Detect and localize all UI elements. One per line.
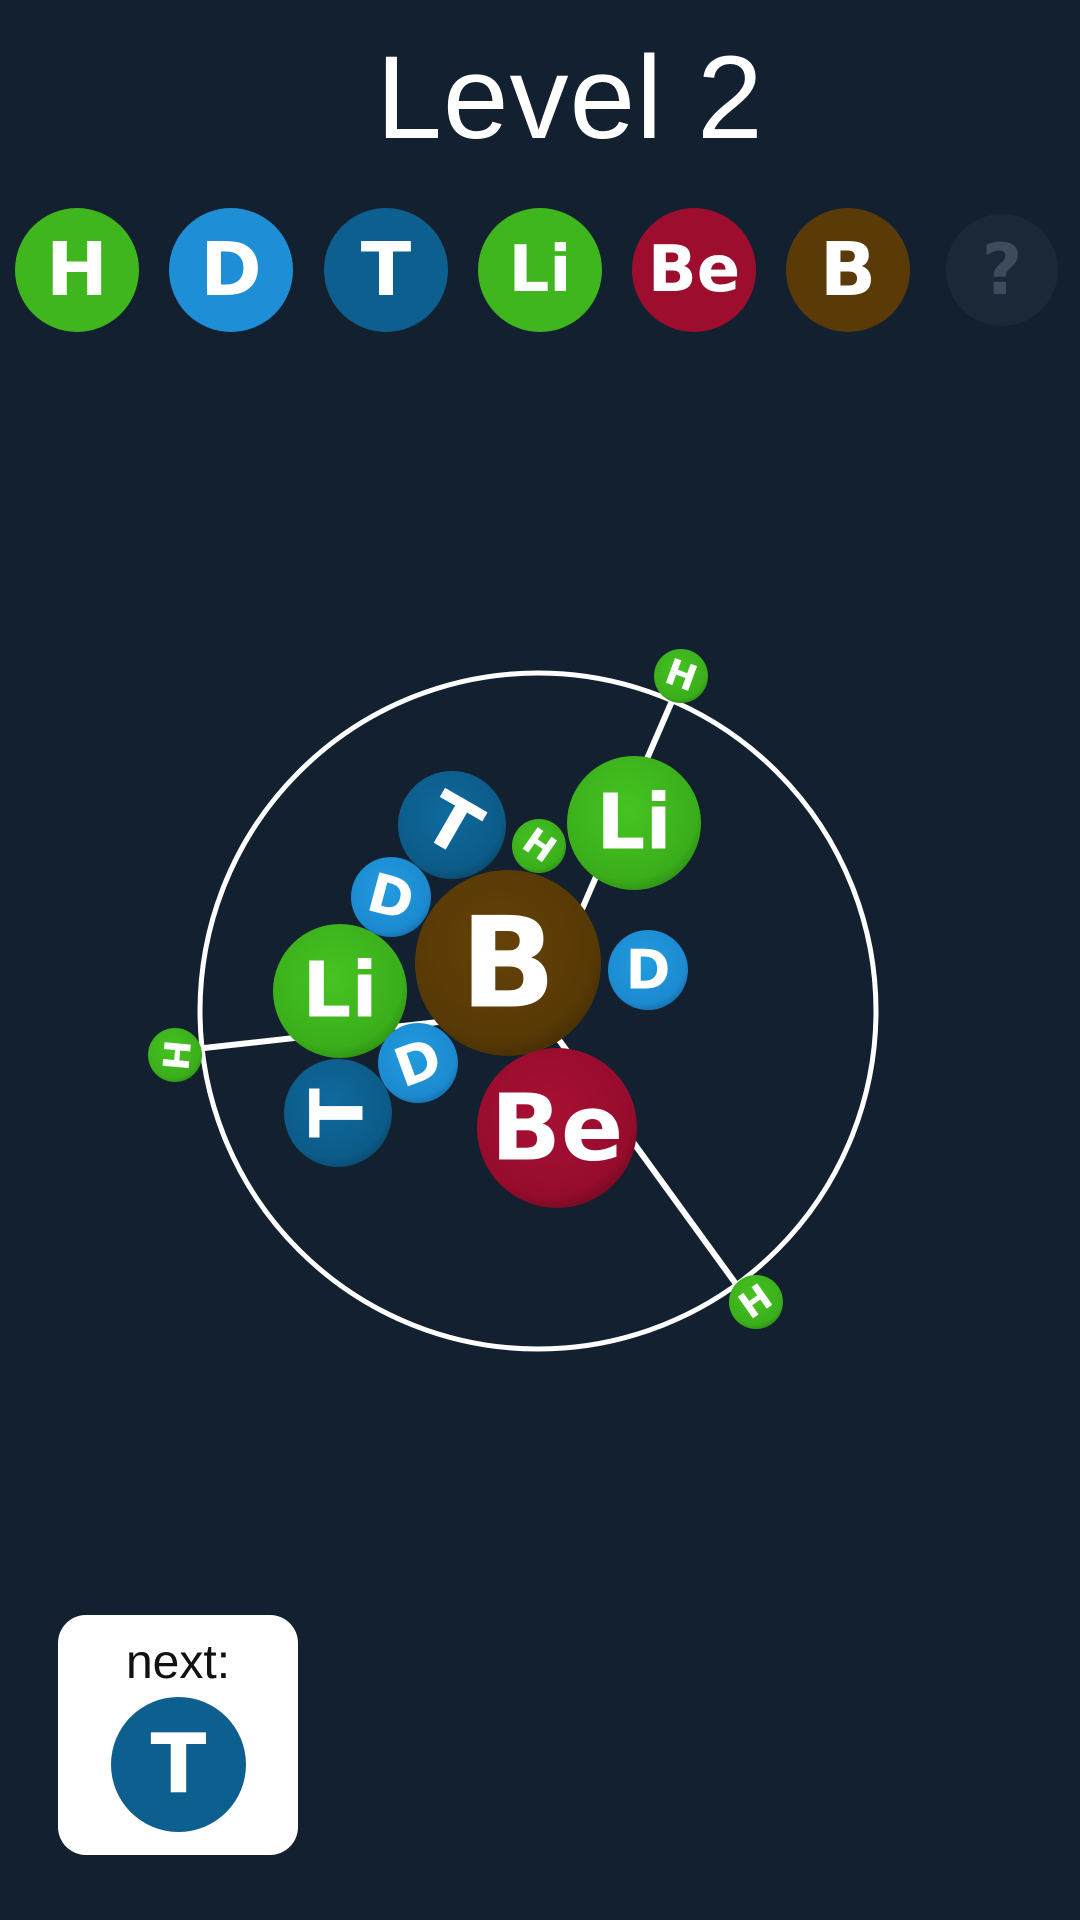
discovered-element-b[interactable]: B [786, 208, 910, 332]
discovered-element-h[interactable]: H [15, 208, 139, 332]
discovered-element-symbol: B [819, 227, 877, 313]
atom-symbol: Li [302, 947, 377, 1036]
atom-h: H [654, 649, 708, 703]
atom-body [512, 819, 566, 873]
atom-body [477, 1048, 637, 1208]
next-atom: T [111, 1697, 246, 1832]
discovered-element-symbol: T [360, 227, 412, 313]
reaction-ring [197, 670, 879, 1352]
atom-h: H [148, 1028, 202, 1082]
atom-d: D [608, 930, 688, 1010]
discovered-element-symbol: Be [647, 233, 741, 307]
atom-body [284, 1059, 392, 1167]
atom-body [729, 1275, 783, 1329]
locked-element-slot: ? [946, 214, 1058, 326]
atom-symbol: B [460, 890, 556, 1037]
atom-li: Li [567, 756, 701, 890]
discovered-element-be[interactable]: Be [632, 208, 756, 332]
atom-t: T [398, 771, 506, 879]
atom-symbol: Li [596, 779, 671, 868]
atom-body [567, 756, 701, 890]
discovered-element-symbol: Li [508, 233, 572, 307]
level-title: Level 2 [376, 32, 764, 164]
discovered-element-t[interactable]: T [324, 208, 448, 332]
atom-d: D [351, 857, 431, 937]
atom-be: Be [477, 1048, 637, 1208]
discovered-element-li[interactable]: Li [478, 208, 602, 332]
atom-symbol: T [296, 1088, 381, 1138]
atom-symbol: H [153, 1038, 196, 1072]
discovered-element-symbol: D [200, 227, 262, 313]
atom-body [148, 1028, 202, 1082]
atom-h: H [729, 1275, 783, 1329]
atom-h: H [512, 819, 566, 873]
atom-body [415, 870, 601, 1056]
atom-symbol: Be [491, 1075, 624, 1182]
next-panel: next: T [58, 1615, 298, 1855]
atom-body [398, 771, 506, 879]
atom-body [378, 1023, 458, 1103]
atom-body [273, 924, 407, 1058]
atom-t: T [284, 1059, 392, 1167]
atom-li: Li [273, 924, 407, 1058]
atom-d: D [378, 1023, 458, 1103]
atom-body [351, 857, 431, 937]
atom-symbol: D [626, 939, 671, 1002]
locked-slot-symbol: ? [981, 229, 1023, 311]
atom-body [608, 930, 688, 1010]
discovered-element-symbol: H [46, 227, 108, 313]
next-label: next: [125, 1636, 231, 1689]
discovered-elements-bar: H D T Li Be B? [0, 0, 1080, 340]
discovered-element-d[interactable]: D [169, 208, 293, 332]
next-atom-symbol: T [150, 1716, 207, 1812]
atom-b: B [415, 870, 601, 1056]
atom-body [654, 649, 708, 703]
